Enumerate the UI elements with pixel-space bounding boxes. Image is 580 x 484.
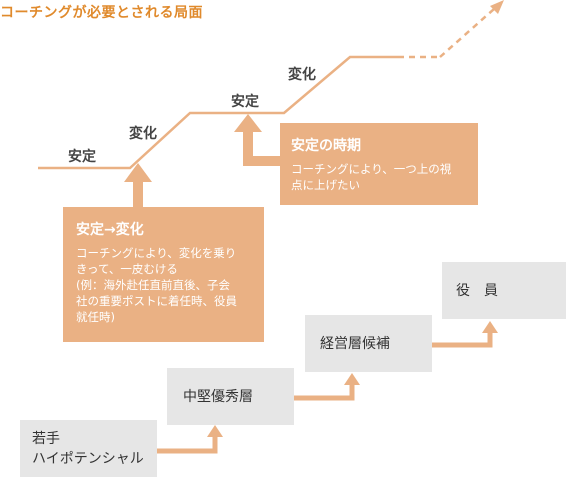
growth-path-line <box>38 55 398 170</box>
callout-text-line: 点に上げたい <box>291 178 360 192</box>
callout-stable-period-text: コーチングにより、一つ上の視 点に上げたい <box>291 161 468 193</box>
stage-label-change-2: 変化 <box>288 67 316 83</box>
ladder-box-young-high-potential: 若手 ハイポテンシャル <box>20 420 157 477</box>
callout-stable-to-change-heading: 安定→変化 <box>76 222 144 238</box>
callout-text-line: (例：海外赴任直前直後、子会 <box>76 278 230 292</box>
callout-text-line: コーチングにより、一つ上の視 <box>291 162 452 176</box>
ladder-box-mid-level: 中堅優秀層 <box>167 368 294 425</box>
stage-label-stable-1: 安定 <box>68 149 96 165</box>
ladder-box-executive-candidate: 経営層候補 <box>305 315 432 372</box>
diagram-title: コーチングが必要とされる局面 <box>0 5 203 21</box>
callout-text-line: コーチングにより、変化を乗り <box>76 246 237 260</box>
future-arrowhead <box>490 0 504 14</box>
arrow-to-stable-head <box>234 114 262 132</box>
callout-stable-to-change-text: コーチングにより、変化を乗り きって、一皮むける (例：海外赴任直前直後、子会 … <box>76 245 254 325</box>
ladder-box-label: 経営層候補 <box>320 336 390 352</box>
ladder-box-line: ハイポテンシャル <box>32 451 144 467</box>
callout-stable-to-change: 安定→変化 コーチングにより、変化を乗り きって、一皮むける (例：海外赴任直前… <box>63 207 264 342</box>
ladder-box-label: 中堅優秀層 <box>183 389 253 405</box>
ladder-box-line: 若手 <box>32 431 60 447</box>
ladder-box-executive: 役 員 <box>442 262 566 319</box>
callout-text-line: 就任時) <box>76 310 115 324</box>
callout-stable-period: 安定の時期 コーチングにより、一つ上の視 点に上げたい <box>280 123 478 205</box>
future-path-dashed-rise <box>439 8 495 58</box>
ladder-arrowhead-2 <box>344 373 360 385</box>
callout-text-line: きって、一皮むける <box>76 262 178 276</box>
arrow-to-stable-shaft <box>243 130 280 166</box>
callout-stable-period-heading: 安定の時期 <box>291 138 361 154</box>
stage-label-change-1: 変化 <box>129 126 157 142</box>
ladder-arrow-2 <box>294 384 355 401</box>
ladder-box-label: 役 員 <box>456 283 498 299</box>
arrow-to-change-head <box>124 163 152 182</box>
callout-text-line: 社の重要ポストに着任時、役員 <box>76 294 237 308</box>
ladder-arrowhead-3 <box>482 321 498 333</box>
ladder-arrow-1 <box>157 436 218 454</box>
stage-label-stable-2: 安定 <box>231 94 259 110</box>
ladder-arrow-3 <box>432 332 493 348</box>
ladder-arrowhead-1 <box>207 425 223 437</box>
